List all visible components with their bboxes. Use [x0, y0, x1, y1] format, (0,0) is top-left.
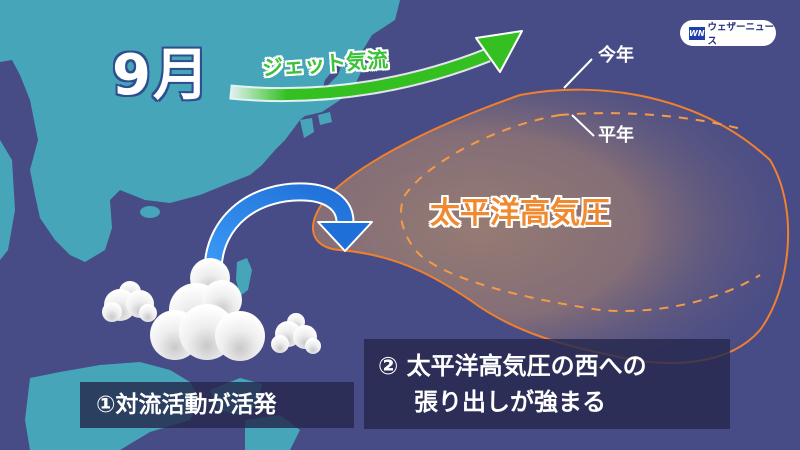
caption-convection: ①対流活動が活発 [80, 382, 354, 428]
pacific-high-label: 太平洋高気圧 [430, 196, 610, 231]
weathernews-logo-icon: WN [689, 26, 705, 40]
caption-expansion-line1: ② 太平洋高気圧の西への [378, 352, 647, 380]
normal-year-label: 平年 [598, 125, 634, 146]
caption-pacific-high-expansion: ② 太平洋高気圧の西への 張り出しが強まる [364, 339, 730, 429]
cloud-small-left [102, 281, 157, 322]
weathernews-logo-text: ウェザーニュース [707, 22, 775, 47]
caption-convection-text: ①対流活動が活発 [96, 392, 277, 418]
jet-stream-arrow [229, 30, 523, 103]
caption-expansion-line2: 張り出しが強まる [414, 388, 606, 416]
this-year-leader-line [563, 58, 593, 89]
month-title: 9月 [111, 42, 211, 110]
normal-year-leader-line [571, 114, 595, 137]
cloud-small-right [271, 313, 321, 354]
cloud-large [150, 258, 265, 361]
this-year-label: 今年 [598, 45, 634, 66]
normal-year-outline [400, 112, 761, 312]
cumulus-clouds [102, 258, 321, 361]
weathernews-logo: WN ウェザーニュース [680, 20, 776, 47]
convection-arrow [203, 182, 373, 269]
